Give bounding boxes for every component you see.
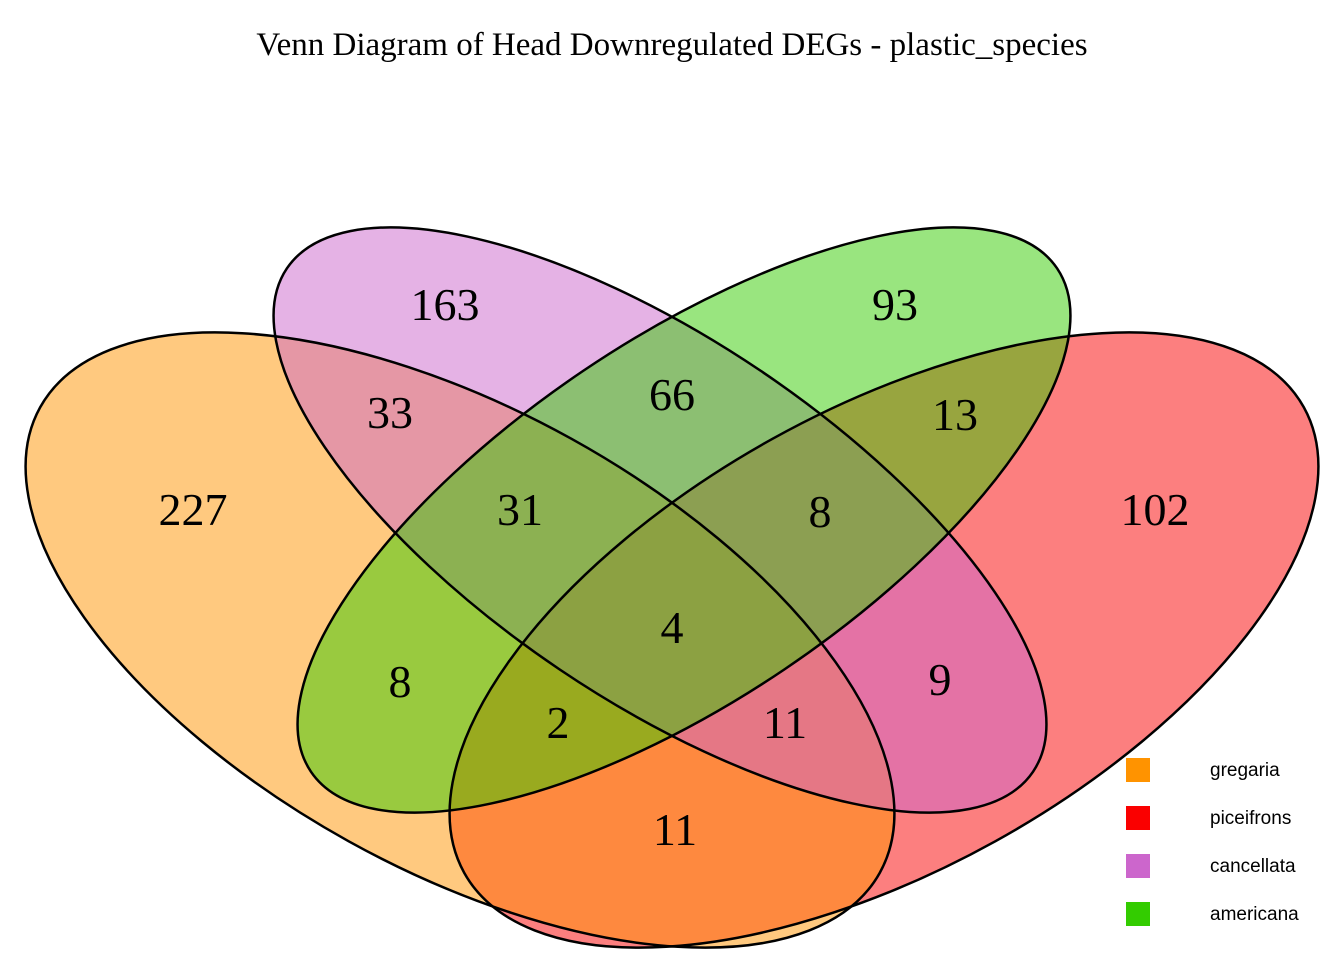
legend-label-cancellata: cancellata [1210,856,1296,877]
venn-fill-americana [297,227,1071,813]
region-count-cancellata-only: 163 [411,279,480,330]
region-count-gregaria-cancellata-piceifrons: 11 [763,697,807,748]
venn-fills [25,227,1319,948]
region-count-gregaria-americana: 8 [389,656,412,707]
region-count-americana-only: 93 [872,279,918,330]
venn-outline-americana [296,226,1072,814]
region-count-cancellata-americana-piceifrons: 8 [809,486,832,537]
venn-outline-cancellata [272,226,1048,814]
legend-swatch-americana [1126,902,1150,926]
legend-swatch-piceifrons [1126,806,1150,830]
legend-label-piceifrons: piceifrons [1210,808,1291,829]
region-count-gregaria-piceifrons: 11 [653,804,697,855]
region-count-gregaria-americana-piceifrons: 2 [547,697,570,748]
region-count-americana-piceifrons: 13 [932,389,978,440]
legend: gregaria piceifrons cancellata americana [1126,758,1299,926]
region-labels: 227 102 163 93 33 66 13 8 9 11 31 8 11 2… [159,279,1190,855]
venn-outline-gregaria [24,331,896,949]
legend-label-americana: americana [1210,904,1299,925]
region-count-all-four: 4 [661,602,684,653]
region-count-cancellata-piceifrons: 9 [929,654,952,705]
region-count-piceifrons-only: 102 [1121,484,1190,535]
venn-outline-piceifrons [448,331,1320,949]
legend-swatch-cancellata [1126,854,1150,878]
chart-title: Venn Diagram of Head Downregulated DEGs … [256,27,1087,63]
venn-outlines [24,226,1320,949]
region-count-cancellata-americana: 66 [649,369,695,420]
region-count-gregaria-cancellata-americana: 31 [497,484,543,535]
legend-swatch-gregaria [1126,758,1150,782]
region-count-gregaria-cancellata: 33 [367,387,413,438]
legend-label-gregaria: gregaria [1210,760,1280,781]
region-count-gregaria-only: 227 [159,484,228,535]
